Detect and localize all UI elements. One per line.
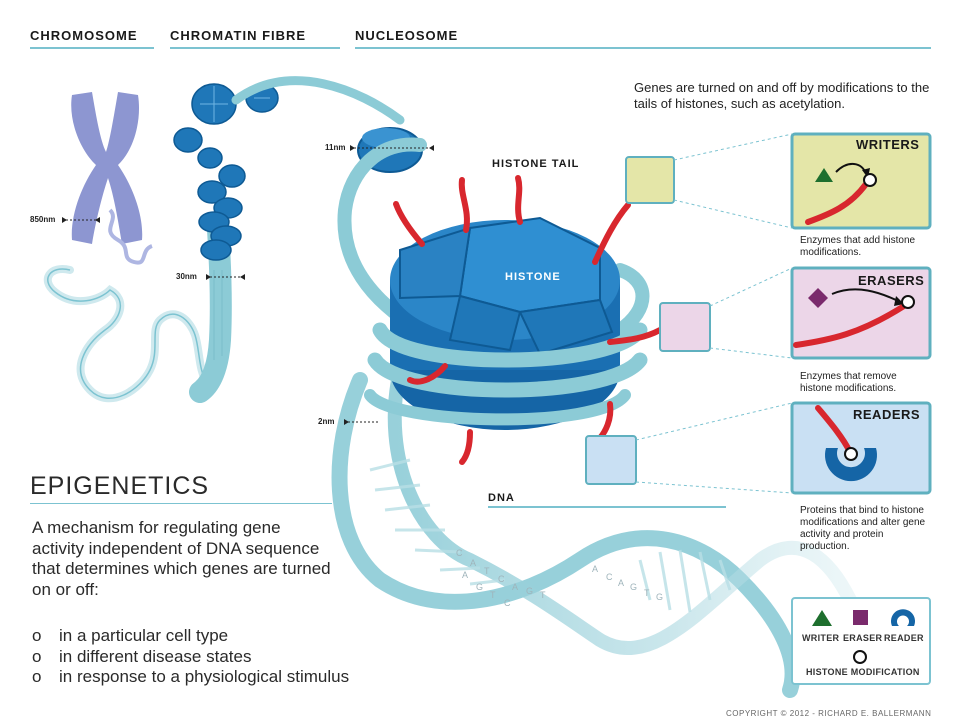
scale-label-2nm: 2nm xyxy=(318,417,335,426)
eraser-diamond-icon xyxy=(808,288,828,308)
scale-label-30nm: 30nm xyxy=(176,272,197,281)
dna-base-letter: T xyxy=(484,566,490,576)
legend-modification-label: HISTONE MODIFICATION xyxy=(806,667,920,677)
dna-base-letter: A xyxy=(512,582,518,592)
list-bullet: o xyxy=(32,626,42,645)
dna-base-letter: C xyxy=(498,574,505,584)
copyright-text: COPYRIGHT © 2012 - RICHARD E. BALLERMANN xyxy=(726,709,932,718)
reader-modification-circle xyxy=(844,447,858,461)
dna-base-letter: G xyxy=(656,592,663,602)
header-rule-chromosome xyxy=(30,47,154,49)
epigenetics-description: A mechanism for regulating gene activity… xyxy=(32,518,331,599)
list-item: o in response to a physiological stimulus xyxy=(32,667,349,688)
list-item-text: in different disease states xyxy=(59,646,252,666)
chromosome-figure xyxy=(43,92,212,403)
epigenetics-list: o in a particular cell type o in different… xyxy=(32,626,349,688)
header-nucleosome: NUCLEOSOME xyxy=(355,28,459,43)
list-item-text: in a particular cell type xyxy=(59,626,229,645)
readers-box xyxy=(790,401,932,495)
erasers-title: ERASERS xyxy=(858,273,925,288)
header-rule-chromatin xyxy=(170,47,340,49)
scale-markers xyxy=(62,147,434,423)
header-chromosome: CHROMOSOME xyxy=(30,28,138,43)
callout-squares xyxy=(585,156,711,485)
erasers-box xyxy=(790,266,932,360)
dna-base-letter: A xyxy=(592,564,598,574)
dna-label-rule xyxy=(488,506,726,508)
dna-base-letter: T xyxy=(644,588,650,598)
writers-box xyxy=(790,132,932,230)
writers-caption: Enzymes that add histone modifications. xyxy=(800,235,916,258)
dna-base-letter: T xyxy=(540,590,546,600)
writer-modification-circle xyxy=(863,173,877,187)
list-item: o in different disease states xyxy=(32,647,349,668)
label-histone: HISTONE xyxy=(505,271,561,283)
dna-base-letter: A xyxy=(462,570,468,580)
dna-base-letter: A xyxy=(470,558,476,568)
legend-writer-triangle-icon xyxy=(812,610,832,626)
eraser-arrow xyxy=(831,288,901,303)
dna-base-letter: T xyxy=(490,590,496,600)
dna-double-helix xyxy=(331,363,857,698)
callout-lines xyxy=(635,133,793,494)
writer-triangle-icon xyxy=(815,168,833,182)
dna-base-letter: C xyxy=(606,572,613,582)
dna-base-letter: G xyxy=(476,582,483,592)
header-rule-nucleosome xyxy=(355,47,931,49)
label-dna: DNA xyxy=(488,492,515,504)
legend-modification-circle xyxy=(853,650,867,664)
list-bullet: o xyxy=(32,667,42,686)
chromatin-fibre-figure xyxy=(173,76,405,403)
dna-base-letter: A xyxy=(618,578,624,588)
eraser-modification-circle xyxy=(901,295,915,309)
epigenetics-rule xyxy=(30,503,332,504)
readers-title: READERS xyxy=(853,407,921,422)
readers-caption: Proteins that bind to histone modificati… xyxy=(800,505,926,552)
legend-eraser-square-icon xyxy=(853,610,868,625)
histone-tails xyxy=(393,175,663,465)
legend-reader-icon xyxy=(891,609,915,626)
legend-reader-label: READER xyxy=(884,633,924,643)
legend-writer-label: WRITER xyxy=(802,633,840,643)
epigenetics-title: EPIGENETICS xyxy=(30,472,210,500)
dna-base-letter: G xyxy=(630,582,637,592)
dna-base-letter: G xyxy=(526,586,533,596)
header-chromatin-fibre: CHROMATIN FIBRE xyxy=(170,28,307,43)
legend-box xyxy=(791,597,931,685)
writers-title: WRITERS xyxy=(856,137,920,152)
list-item: o in a particular cell type xyxy=(32,626,349,647)
erasers-caption: Enzymes that remove histone modification… xyxy=(800,371,897,394)
dna-base-letter: C xyxy=(456,548,463,558)
scale-arrows xyxy=(62,145,434,425)
intro-text: Genes are turned on and off by modificat… xyxy=(634,80,930,111)
list-bullet: o xyxy=(32,646,42,666)
legend-eraser-label: ERASER xyxy=(843,633,883,643)
dna-base-letter: C xyxy=(504,598,511,608)
scale-label-850nm: 850nm xyxy=(30,215,56,224)
scale-label-11nm: 11nm xyxy=(325,143,346,152)
histone-octamer xyxy=(390,216,620,430)
label-histone-tail: HISTONE TAIL xyxy=(492,158,580,170)
list-item-text: in response to a physiological stimulus xyxy=(59,667,350,686)
